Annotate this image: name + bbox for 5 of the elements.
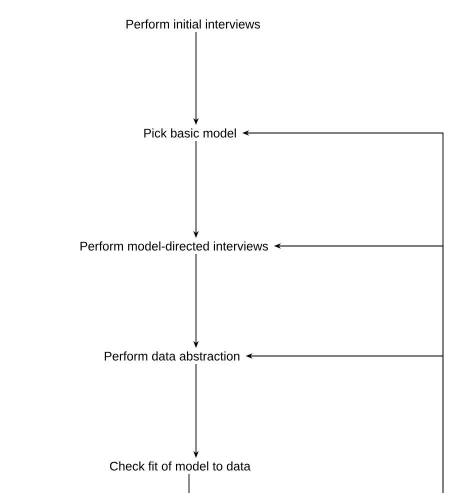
step-text: Perform model-directed interviews xyxy=(80,241,268,251)
step-text: Perform initial interviews xyxy=(126,19,260,29)
step-text: Pick basic model xyxy=(144,128,236,138)
step-text: Perform data abstraction xyxy=(104,351,240,361)
step-text: Check fit of model to data xyxy=(110,461,251,471)
